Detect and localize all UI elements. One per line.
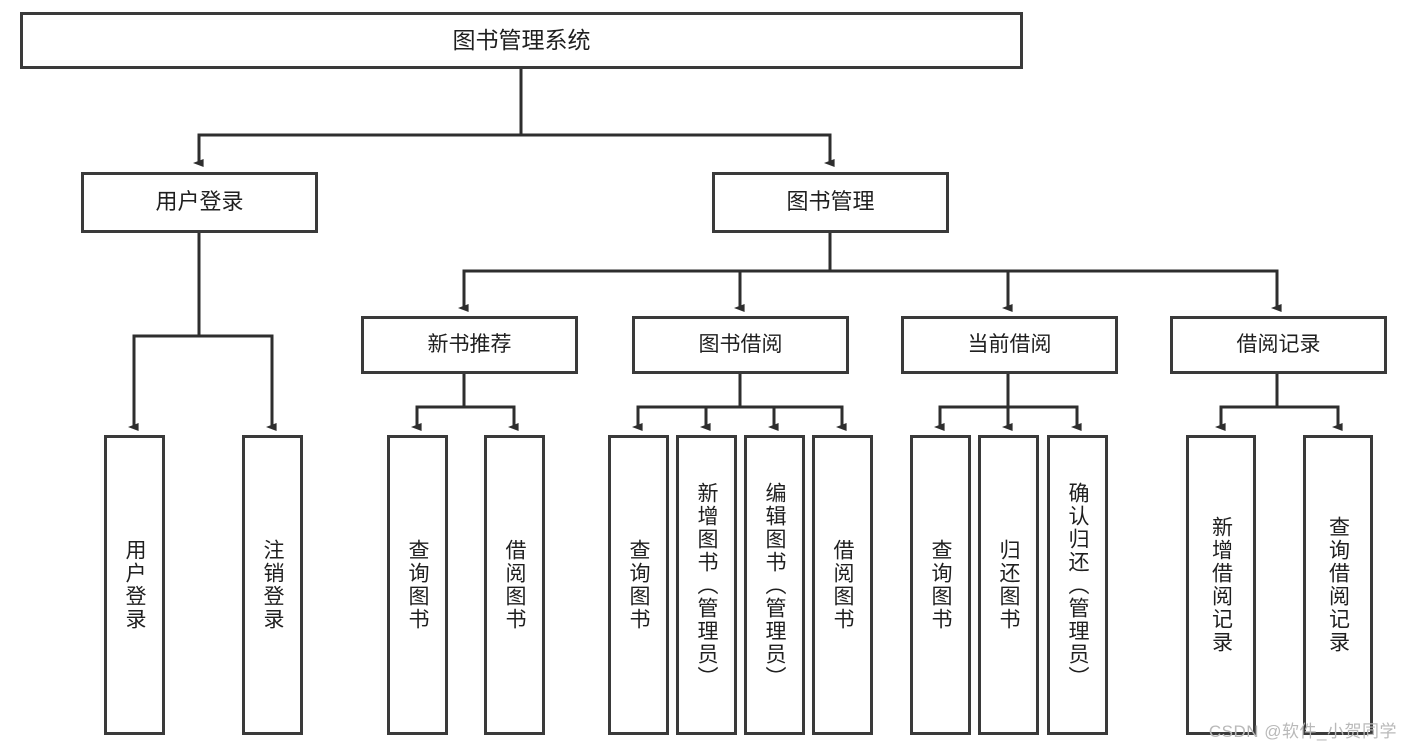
node-leaf-logout-label: 注销登录 [261, 539, 284, 631]
node-leaf-borrow-book-1[interactable]: 借阅图书 [484, 435, 545, 735]
watermark-text: CSDN @软件_小贺同学 [1208, 722, 1397, 741]
node-leaf-borrow-book-2-label: 借阅图书 [831, 539, 854, 631]
node-root-label: 图书管理系统 [452, 26, 591, 53]
node-leaf-user-login[interactable]: 用户登录 [104, 435, 165, 735]
node-leaf-query-book-3-label: 查询图书 [929, 539, 952, 631]
node-leaf-borrow-book-2[interactable]: 借阅图书 [812, 435, 873, 735]
node-leaf-query-book-3[interactable]: 查询图书 [910, 435, 971, 735]
node-leaf-add-record-label: 新增借阅记录 [1209, 516, 1233, 654]
node-leaf-borrow-book-1-label: 借阅图书 [503, 539, 526, 631]
node-leaf-logout[interactable]: 注销登录 [242, 435, 303, 735]
node-borrow-record[interactable]: 借阅记录 [1170, 316, 1387, 374]
node-root[interactable]: 图书管理系统 [20, 12, 1023, 69]
node-user-login[interactable]: 用户登录 [81, 172, 318, 233]
node-leaf-query-book-2-label: 查询图书 [627, 539, 650, 631]
node-leaf-edit-book[interactable]: 编辑图书（管理员） [744, 435, 805, 735]
node-new-book-recommend[interactable]: 新书推荐 [361, 316, 578, 374]
node-leaf-query-book-2[interactable]: 查询图书 [608, 435, 669, 735]
node-book-borrow[interactable]: 图书借阅 [632, 316, 849, 374]
node-leaf-return-book-label: 归还图书 [997, 539, 1020, 631]
node-leaf-edit-book-label: 编辑图书（管理员） [763, 481, 786, 689]
node-leaf-add-book[interactable]: 新增图书（管理员） [676, 435, 737, 735]
node-book-manage-label: 图书管理 [786, 189, 875, 215]
node-leaf-return-book[interactable]: 归还图书 [978, 435, 1039, 735]
node-book-borrow-label: 图书借阅 [698, 333, 783, 357]
node-leaf-query-record[interactable]: 查询借阅记录 [1303, 435, 1373, 735]
node-borrow-record-label: 借阅记录 [1236, 333, 1321, 357]
node-leaf-confirm-return[interactable]: 确认归还（管理员） [1047, 435, 1108, 735]
node-user-login-label: 用户登录 [155, 189, 244, 215]
node-leaf-query-book-1-label: 查询图书 [406, 539, 429, 631]
node-current-borrow-label: 当前借阅 [967, 333, 1052, 357]
node-current-borrow[interactable]: 当前借阅 [901, 316, 1118, 374]
node-leaf-add-book-label: 新增图书（管理员） [695, 481, 718, 689]
node-leaf-user-login-label: 用户登录 [123, 539, 146, 631]
node-new-book-recommend-label: 新书推荐 [427, 333, 512, 357]
node-leaf-confirm-return-label: 确认归还（管理员） [1066, 481, 1089, 689]
node-leaf-query-record-label: 查询借阅记录 [1326, 516, 1350, 654]
node-leaf-query-book-1[interactable]: 查询图书 [387, 435, 448, 735]
node-book-manage[interactable]: 图书管理 [712, 172, 949, 233]
node-leaf-add-record[interactable]: 新增借阅记录 [1186, 435, 1256, 735]
